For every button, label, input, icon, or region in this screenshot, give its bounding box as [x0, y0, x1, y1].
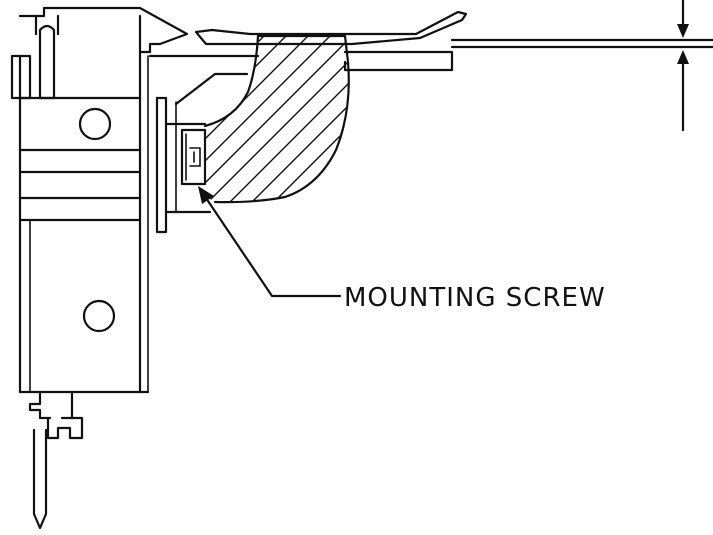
callout-arrowhead — [198, 186, 214, 204]
gap-dimension — [450, 0, 713, 132]
callout-label: MOUNTING SCREW — [344, 283, 606, 313]
dimension-arrow-up — [677, 50, 689, 64]
lower-post — [28, 390, 84, 530]
left-frame — [10, 6, 189, 394]
mounting-screw — [180, 128, 207, 186]
dimension-arrow-down — [677, 24, 689, 38]
top-lever-arm — [194, 10, 468, 46]
clamp-plate — [148, 54, 260, 234]
callout-leader — [198, 186, 342, 298]
frame-hole-upper — [78, 107, 112, 141]
top-plate — [343, 50, 454, 72]
frame-hole-lower — [82, 299, 116, 333]
